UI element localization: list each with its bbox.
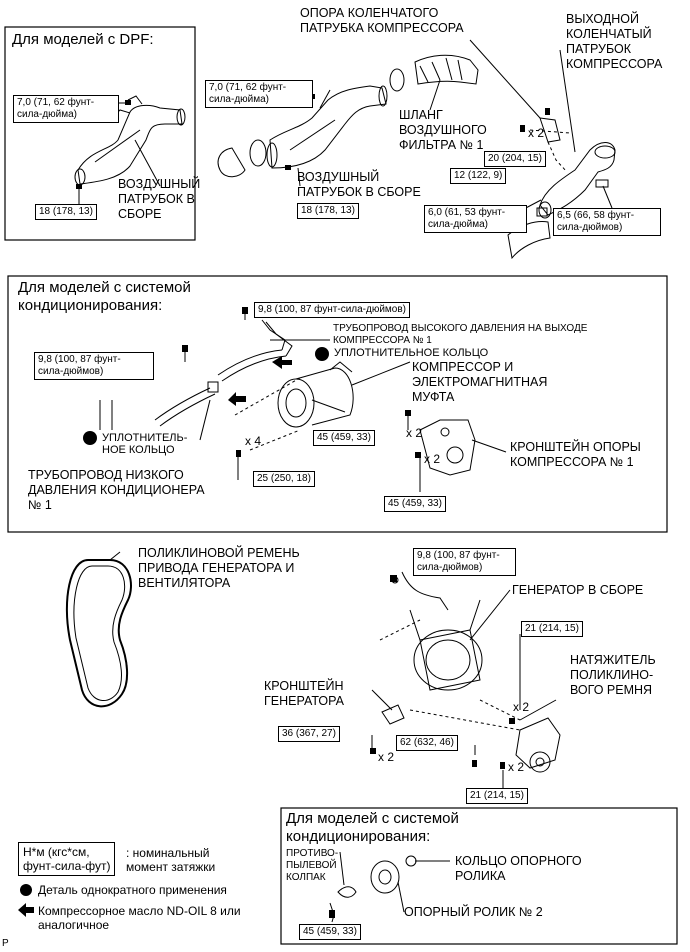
ac2-header: Для моделей с системой кондиционирования… — [286, 810, 459, 845]
nonreusable-marker — [83, 431, 97, 445]
belt-label: ПОЛИКЛИНОВОЙ РЕМЕНЬ ПРИВОДА ГЕНЕРАТОРА И… — [138, 546, 300, 590]
legend-unit-box: Н*м (кгс*см, фунт-сила-фут) — [18, 842, 116, 876]
generator-bracket-drawing — [381, 704, 405, 725]
o-ring-label-2: УПЛОТНИТЕЛЬ- НОЕ КОЛЬЦО — [102, 432, 188, 456]
ac-torque-45a: 45 (459, 33) — [313, 430, 375, 446]
qty-x2-c: x 2 — [513, 700, 530, 714]
corner-mark: P — [2, 938, 9, 949]
generator-bracket-label: КРОНШТЕЙН ГЕНЕРАТОРА — [264, 679, 344, 708]
o-ring-label: УПЛОТНИТЕЛЬНОЕ КОЛЬЦО — [334, 347, 489, 359]
dpf-air-pipe-label: ВОЗДУШНЫЙ ПАТРУБОК В СБОРЕ — [118, 177, 201, 221]
low-pressure-pipe-label: ТРУБОПРОВОД НИЗКОГО ДАВЛЕНИЯ КОНДИЦИОНЕР… — [28, 468, 205, 512]
ac2-torque-45: 45 (459, 33) — [299, 924, 361, 940]
hose-clamp — [249, 139, 267, 167]
nonreusable-marker — [315, 347, 329, 361]
legend-nonreusable: Деталь однократного применения — [38, 883, 227, 897]
torque-21a: 21 (214, 15) — [521, 621, 583, 637]
oil-arrow-icon — [228, 392, 246, 406]
torque-36: 36 (367, 27) — [278, 726, 340, 742]
legend-oil: Компрессорное масло ND-OIL 8 или аналоги… — [38, 904, 241, 932]
oil-arrow-icon — [272, 356, 292, 369]
ac-torque-25: 25 (250, 18) — [253, 471, 315, 487]
qty-x4: x 4 — [245, 434, 262, 448]
ac2-panel-frame — [280, 807, 678, 945]
dpf-air-pipe-drawing — [74, 95, 186, 186]
ac-torque-9-8-left: 9,8 (100, 87 фунт- сила-дюймов) — [34, 352, 154, 380]
v-ribbed-belt — [65, 559, 132, 708]
torque-18: 18 (178, 13) — [297, 203, 359, 219]
torque-7: 7,0 (71, 62 фунт- сила-дюйма) — [205, 80, 313, 108]
compressor-label: КОМПРЕССОР И ЭЛЕКТРОМАГНИТНАЯ МУФТА — [412, 360, 548, 404]
compressor-bracket-label: КРОНШТЕЙН ОПОРЫ КОМПРЕССОРА № 1 — [510, 440, 641, 469]
compressor-bracket-drawing — [419, 419, 476, 476]
tensioner-drawing — [515, 717, 561, 773]
elbow-support-bracket — [539, 117, 561, 143]
ac-torque-45b: 45 (459, 33) — [384, 496, 446, 512]
outlet-elbow-label: ВЫХОДНОЙ КОЛЕНЧАТЫЙ ПАТРУБОК КОМПРЕССОРА — [566, 12, 663, 71]
dpf-panel-frame — [4, 26, 196, 241]
torque-6-0: 6,0 (61, 53 фунт- сила-дюйма) — [424, 205, 527, 233]
air-filter-hose — [414, 54, 479, 85]
air-pipe-label: ВОЗДУШНЫЙ ПАТРУБОК В СБОРЕ — [297, 170, 421, 199]
qty-x2: x 2 — [528, 126, 545, 140]
idler-ring-label: КОЛЬЦО ОПОРНОГО РОЛИКА — [455, 854, 582, 883]
ac-header: Для моделей с системой кондиционирования… — [18, 279, 191, 314]
elbow-support-label: ОПОРА КОЛЕНЧАТОГО ПАТРУБКА КОМПРЕССОРА — [300, 6, 464, 35]
hose-clamp-2 — [389, 68, 405, 92]
tensioner-label: НАТЯЖИТЕЛЬ ПОЛИКЛИНО- ВОГО РЕМНЯ — [570, 653, 656, 697]
compressor-drawing — [277, 361, 354, 428]
torque-21b: 21 (214, 15) — [466, 788, 528, 804]
dpf-torque-18: 18 (178, 13) — [35, 204, 97, 220]
legend-unit-desc: : номинальный момент затяжки — [126, 846, 216, 874]
gen-torque-9-8: 9,8 (100, 87 фунт- сила-дюймов) — [413, 548, 516, 576]
high-pressure-pipe-drawing — [217, 319, 293, 382]
torque-62: 62 (632, 46) — [396, 735, 458, 751]
ac-panel-frame — [7, 275, 668, 533]
dpf-header: Для моделей с DPF: — [12, 31, 154, 48]
dpf-torque-7: 7,0 (71, 62 фунт- сила-дюйма) — [13, 95, 119, 123]
air-pipe-drawing — [266, 85, 388, 169]
generator-label: ГЕНЕРАТОР В СБОРЕ — [512, 583, 644, 597]
qty-x2-e: x 2 — [508, 760, 525, 774]
idler-label: ОПОРНЫЙ РОЛИК № 2 — [404, 905, 543, 919]
qty-x2-b: x 2 — [424, 452, 441, 466]
torque-6-5: 6,5 (66, 58 фунт- сила-дюймов) — [553, 208, 661, 236]
air-filter-hose-label: ШЛАНГ ВОЗДУШНОГО ФИЛЬТРА № 1 — [399, 108, 487, 152]
high-pressure-pipe-label: ТРУБОПРОВОД ВЫСОКОГО ДАВЛЕНИЯ НА ВЫХОДЕ … — [333, 323, 588, 346]
generator-drawing — [409, 599, 483, 691]
low-pressure-pipe-drawing — [154, 381, 219, 427]
torque-12: 12 (122, 9) — [450, 168, 507, 184]
qty-x2-d: x 2 — [378, 750, 395, 764]
hose-end — [217, 147, 246, 178]
torque-20: 20 (204, 15) — [484, 151, 546, 167]
ac-torque-9-8-top: 9,8 (100, 87 фунт-сила-дюймов) — [254, 302, 411, 318]
nonreusable-dot-icon — [20, 884, 32, 896]
oil-arrow-legend-icon — [18, 903, 34, 917]
dust-cap-label: ПРОТИВО- ПЫЛЕВОЙ КОЛПАК — [286, 848, 339, 883]
qty-x2-a: x 2 — [406, 426, 423, 440]
